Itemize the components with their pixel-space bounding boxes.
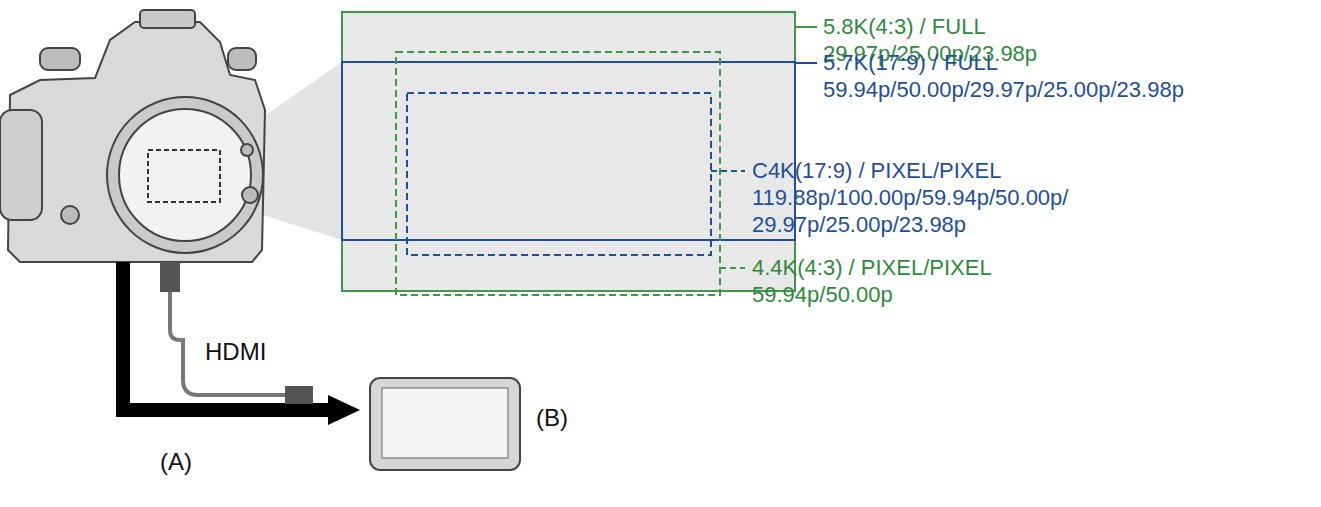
leader-line [795,62,817,64]
wide-area [342,62,795,240]
frame-rates: 59.94p/50.00p/29.97p/25.00p/23.98p [823,76,1184,103]
hdmi-plug [160,262,180,292]
leader-line [711,170,745,172]
cable-label: HDMI [205,338,266,365]
leader-line [795,26,817,28]
monitor-screen [382,388,508,458]
hdmi-plug [285,386,313,404]
output-arrow [123,262,330,410]
callout-label: (A) [160,448,192,475]
camera [0,10,265,262]
pixel-43-area [396,52,720,295]
area-label: C4K(17:9) / PIXEL/PIXEL [752,157,1001,184]
full-area [342,12,795,291]
hdmi-cable [170,292,285,395]
frame-rates: 119.88p/100.00p/59.94p/50.00p/ 29.97p/25… [752,184,1222,238]
area-label: 5.8K(4:3) / FULL [823,13,986,40]
frame-rates: 59.94p/50.00p [752,281,893,308]
area-label: 4.4K(4:3) / PIXEL/PIXEL [752,254,992,281]
arrow-head [328,395,360,425]
external-monitor [370,378,520,470]
callout-label: (B) [536,404,568,431]
pixel-179-area [407,93,711,255]
area-label: 5.7K(17:9) / FULL [823,49,998,76]
leader-line [720,267,745,269]
